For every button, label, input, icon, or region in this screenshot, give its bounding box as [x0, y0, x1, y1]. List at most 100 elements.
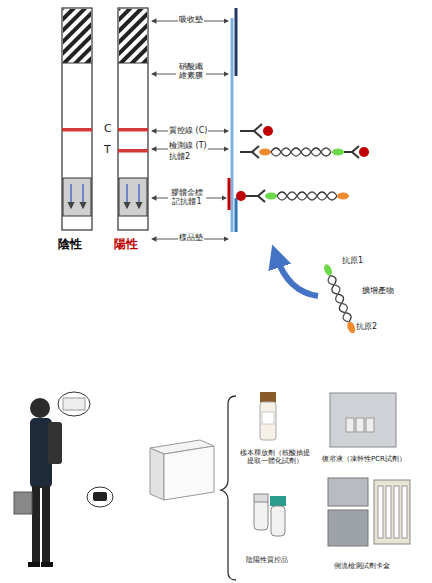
- negative-strip-part: [62, 63, 92, 64]
- positive-strip-part: [118, 63, 148, 64]
- item-label: 復溶液（凍幹性PCR試劑）: [322, 455, 406, 463]
- part-label: 膠體金標記抗體1: [168, 188, 206, 206]
- gold-pad-complex: [236, 190, 349, 202]
- positive-strip-part: [126, 184, 127, 208]
- person-photo-part: [63, 398, 85, 410]
- release-reagent-tube-part: [262, 412, 274, 424]
- amplified-product-part: [346, 321, 357, 335]
- person-photo: [14, 392, 113, 567]
- flow-arrow: [276, 256, 318, 296]
- person-photo-part: [58, 392, 90, 416]
- molecule-label: 抗原2: [356, 322, 377, 331]
- gold-pad-complex-part: [246, 190, 265, 202]
- kit-box-part: [150, 448, 164, 500]
- cassette-kit-part: [386, 486, 391, 538]
- part-label: 硝酸纖維素膜: [176, 62, 206, 80]
- line-letter: C: [104, 123, 112, 136]
- negative-strip-part: [63, 9, 91, 63]
- flow-arrow-part: [276, 256, 318, 296]
- person-photo-part: [42, 486, 50, 564]
- person-photo-part: [87, 487, 113, 507]
- kit-box: [150, 440, 214, 500]
- cassette-kit: [328, 478, 410, 546]
- item-label: 樣本釋放劑（核酸抽提提取一體化試劑）: [238, 449, 312, 465]
- negative-strip-part: [82, 184, 83, 208]
- amplified-product: [322, 263, 357, 335]
- part-label: 抗體2: [168, 152, 191, 161]
- kit-box-part: [164, 446, 214, 500]
- person-photo-part: [41, 562, 53, 567]
- cassette-kit-part: [328, 510, 368, 546]
- test-line-complex-part: [271, 148, 331, 156]
- leader-arrows: [152, 21, 228, 239]
- amplified-product-part: [323, 263, 334, 277]
- part-label: 質控線 (C): [168, 126, 208, 135]
- control-tubes-part: [254, 494, 268, 502]
- result-label: 陰性: [58, 238, 82, 252]
- cassette-kit-part: [402, 486, 407, 538]
- strip-side-view-part: [235, 198, 238, 232]
- person-photo-part: [48, 422, 62, 464]
- person-photo-part: [32, 486, 40, 564]
- strip-side-view-part: [235, 8, 238, 76]
- part-label: 吸收墊: [178, 15, 204, 24]
- gold-pad-complex-part: [337, 193, 349, 200]
- person-photo-part: [93, 492, 107, 501]
- gold-pad-complex-part: [277, 192, 337, 200]
- negative-strip-part: [70, 184, 71, 208]
- test-line-complex-part: [240, 146, 259, 158]
- control-antibody: [240, 124, 273, 138]
- line-letter: T: [104, 144, 111, 157]
- amplified-product-part: [327, 274, 353, 323]
- cassette-kit-part: [394, 486, 399, 538]
- negative-strip-part: [63, 178, 91, 216]
- cassette-kit-part: [374, 480, 410, 544]
- release-reagent-tube-part: [260, 392, 276, 402]
- cassette-kit-part: [378, 486, 383, 538]
- amplified-product-part: [327, 274, 353, 323]
- person-photo-part: [28, 562, 40, 567]
- positive-strip-part: [138, 184, 139, 208]
- positive-strip-part: [119, 178, 147, 216]
- positive-strip-part: [118, 149, 148, 153]
- result-label: 陽性: [114, 238, 138, 252]
- positive-strip-part: [119, 9, 147, 63]
- part-label: 檢測線 (T): [168, 141, 208, 150]
- negative-strip-part: [62, 128, 92, 132]
- control-tubes-part: [271, 506, 285, 536]
- strip-side-view-part: [228, 178, 231, 210]
- molecule-label: 抗原1: [342, 256, 363, 265]
- positive-strip-part: [118, 128, 148, 132]
- cassette-kit-part: [328, 478, 368, 506]
- reconstitution-bag-part: [330, 393, 396, 447]
- strip-side-view: [229, 8, 236, 232]
- test-line-complex: [240, 146, 369, 158]
- reconstitution-bag: [330, 393, 396, 447]
- test-line-complex-part: [259, 149, 271, 156]
- item-label: 側流檢測試劑卡盒: [334, 562, 390, 570]
- test-line-complex-part: [271, 148, 331, 156]
- test-line-complex-part: [344, 146, 359, 158]
- test-line-complex-part: [332, 149, 344, 156]
- negative-strip: [62, 8, 92, 230]
- bracket: [221, 396, 236, 580]
- control-tubes-part: [270, 496, 286, 506]
- control-antibody-part: [240, 124, 262, 138]
- gold-pad-complex-part: [277, 192, 337, 200]
- molecule-label: 擴增產物: [362, 286, 394, 295]
- control-tubes-part: [254, 500, 268, 530]
- strip-side-view-part: [231, 18, 234, 232]
- part-label: 樣品墊: [178, 233, 204, 242]
- gold-pad-complex-part: [236, 191, 246, 201]
- person-photo-part: [30, 398, 50, 418]
- control-tubes: [254, 494, 286, 536]
- reconstitution-bag-part: [346, 418, 354, 432]
- test-line-complex-part: [359, 147, 369, 157]
- reconstitution-bag-part: [356, 418, 364, 432]
- item-label: 陰陽性質控品: [246, 556, 288, 564]
- person-photo-part: [14, 492, 32, 514]
- gold-pad-complex-part: [265, 193, 277, 200]
- positive-strip: [118, 8, 148, 230]
- control-antibody-part: [263, 126, 273, 136]
